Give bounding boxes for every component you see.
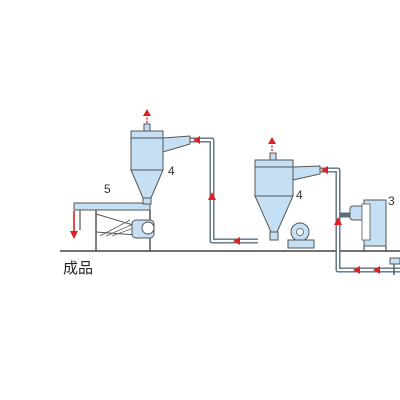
flow-arrow-icon [373,266,380,274]
flow-arrow-icon [353,266,360,274]
product-discharge-arrow [70,211,78,239]
label-cyclone-left: 4 [168,164,175,178]
flow-arrow-icon [208,192,216,200]
feed-inlet [389,257,400,275]
pipe-left-loop [190,137,258,244]
flow-arrow-icon [193,136,200,144]
vent-arrow-left [143,109,151,124]
flow-arrow-icon [321,166,328,174]
flow-arrow-icon [233,237,240,245]
flow-arrows [193,136,380,274]
vent-arrow-right [268,137,276,153]
label-screen: 5 [104,182,111,196]
cyclone-right [254,152,321,249]
flow-arrow-icon [334,217,342,225]
label-machine: 3 [388,194,395,208]
cyclone-left [130,123,191,205]
machine-unit [349,199,387,252]
label-cyclone-right: 4 [296,188,303,202]
label-product: 成品 [63,259,93,277]
vibrating-screen [73,202,155,251]
